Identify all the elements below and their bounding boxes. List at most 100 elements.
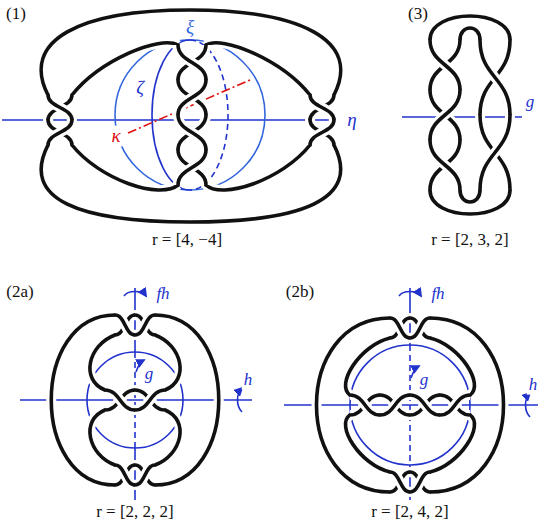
knot-strand xyxy=(430,40,460,90)
knot-strand xyxy=(155,410,180,465)
knot-strand xyxy=(155,335,180,390)
knot-strand xyxy=(317,318,391,492)
strand-gap xyxy=(115,465,135,485)
knot-strand xyxy=(480,40,510,115)
strand-gap xyxy=(440,395,470,415)
strand-gap xyxy=(430,140,460,190)
strand-gap xyxy=(380,395,410,415)
rational-tangle-caption: r = [2, 4, 2] xyxy=(369,503,451,522)
xi-circle xyxy=(115,40,265,190)
knot-strand xyxy=(380,395,410,415)
knot-strand xyxy=(90,335,115,390)
knot-strand xyxy=(135,465,155,485)
axis-symbol: ξ xyxy=(184,17,196,38)
fh-axis xyxy=(134,448,136,500)
strand-gap xyxy=(115,465,135,485)
knot-strand xyxy=(310,95,334,120)
strand-gap xyxy=(317,318,391,492)
knot-strand xyxy=(410,395,440,415)
knot-strand xyxy=(178,45,206,80)
knot-strand xyxy=(460,190,480,202)
strand-gap xyxy=(430,16,510,40)
knot-strand xyxy=(310,120,334,145)
knot-strand xyxy=(48,120,72,145)
knot-strand xyxy=(178,150,206,185)
strand-gap xyxy=(390,472,410,492)
knot-strand xyxy=(72,145,178,190)
strand-gap xyxy=(430,90,460,140)
strand-gap xyxy=(105,390,135,410)
strand-gap xyxy=(430,415,474,472)
strand-gap xyxy=(115,315,135,335)
rotation-arrow xyxy=(238,388,243,412)
strand-gap xyxy=(390,318,410,338)
strand-gap xyxy=(178,115,206,150)
rotation-name: g xyxy=(418,371,431,390)
strand-gap xyxy=(41,10,341,95)
strand-gap xyxy=(72,145,178,190)
knot-strand xyxy=(350,395,380,415)
strand-gap xyxy=(155,315,219,485)
rational-tangle-caption: r = [2, 2, 2] xyxy=(94,503,176,522)
strand-gap xyxy=(72,43,178,95)
strand-gap xyxy=(105,390,135,410)
knot-strand xyxy=(430,318,504,492)
knot-strand xyxy=(346,338,390,395)
knot-strand xyxy=(480,40,510,115)
strand-gap xyxy=(48,95,72,120)
knot-strand xyxy=(178,150,206,185)
knot-strand xyxy=(440,395,470,415)
knot-strand xyxy=(41,145,341,222)
knot-strand xyxy=(105,390,135,410)
knot-strand xyxy=(480,115,510,190)
strand-gap xyxy=(430,40,460,90)
strand-gap xyxy=(430,40,460,90)
strand-gap xyxy=(430,338,474,395)
strand-gap xyxy=(430,140,460,190)
rotation-arrow xyxy=(124,292,146,297)
strand-gap xyxy=(135,390,165,410)
strand-gap xyxy=(155,335,180,390)
strand-gap xyxy=(178,115,206,150)
knot-strand xyxy=(480,115,510,190)
knot-strand xyxy=(380,395,410,415)
strand-gap xyxy=(178,45,206,80)
strand-gap xyxy=(155,410,180,465)
strand-gap xyxy=(460,28,480,40)
panel-label: (2a) xyxy=(4,283,35,302)
strand-gap xyxy=(480,115,510,190)
strand-gap xyxy=(48,120,72,145)
rational-tangle-caption: r = [2, 3, 2] xyxy=(429,231,511,250)
strand-gap xyxy=(390,318,410,338)
strand-gap xyxy=(346,415,390,472)
knot-strand xyxy=(410,318,430,338)
strand-gap xyxy=(480,40,510,115)
knot-strand xyxy=(135,315,155,335)
strand-gap xyxy=(410,395,440,415)
knot-strand xyxy=(115,465,135,485)
strand-gap xyxy=(48,120,72,145)
knot-strand xyxy=(41,10,341,95)
strand-gap xyxy=(310,120,334,145)
knot-strand xyxy=(48,120,72,145)
knot-strand xyxy=(390,318,410,338)
strand-gap xyxy=(410,318,430,338)
knot-strand xyxy=(430,16,510,40)
strand-gap xyxy=(178,150,206,185)
knot-strand xyxy=(390,318,410,338)
strand-gap xyxy=(410,395,440,415)
rotation-name: g xyxy=(524,93,537,112)
knot-strand xyxy=(178,45,206,80)
strand-gap xyxy=(410,318,430,338)
knot-strand xyxy=(310,120,334,145)
knot-strand xyxy=(48,95,72,120)
knot-strand xyxy=(430,190,510,214)
knot-strand xyxy=(115,465,135,485)
knot-strand xyxy=(90,410,115,465)
axis-symbol: κ xyxy=(109,126,122,147)
rotation-name: g xyxy=(143,365,156,384)
strand-gap xyxy=(430,318,504,492)
strand-gap xyxy=(430,90,460,140)
strand-gap xyxy=(135,315,155,335)
